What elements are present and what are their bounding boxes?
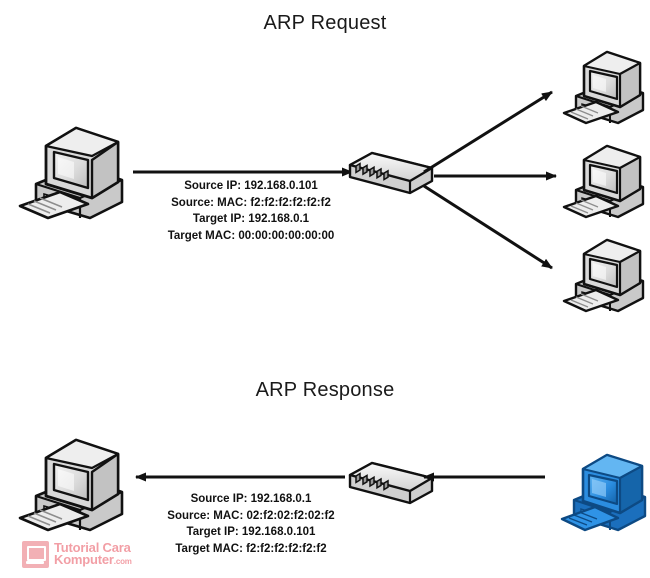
watermark-line-2: Komputer.com xyxy=(54,551,132,568)
watermark: Tutorial Cara Komputer.com xyxy=(22,541,132,568)
arp-request-title: ARP Request xyxy=(263,12,387,34)
response-source-ip: Source IP: 192.168.0.1 xyxy=(190,493,312,505)
response-target-mac: Target MAC: f2:f2:f2:f2:f2:f2 xyxy=(175,542,327,555)
request-source-mac: Source: MAC: f2:f2:f2:f2:f2:f2 xyxy=(171,196,331,209)
response-target-ip: Target IP: 192.168.0.101 xyxy=(186,526,316,538)
watermark-brand: Komputer xyxy=(54,551,114,567)
watermark-text: Tutorial Cara Komputer.com xyxy=(54,539,132,568)
response-destination-computer xyxy=(18,438,124,532)
request-destination-computer-2 xyxy=(562,144,645,219)
request-target-ip: Target IP: 192.168.0.1 xyxy=(192,213,310,225)
request-destination-computer-3 xyxy=(562,238,645,313)
arp-request-packet-details: Source IP: 192.168.0.101 Source: MAC: f2… xyxy=(131,178,371,244)
request-source-computer xyxy=(18,126,124,220)
arrow-switch-to-pc1 xyxy=(423,90,553,174)
monitor-icon xyxy=(22,541,49,568)
arrow-switch-to-pc3 xyxy=(423,184,553,270)
response-responding-computer xyxy=(560,453,647,532)
request-destination-computer-1 xyxy=(562,50,645,125)
watermark-line-1: Tutorial Cara xyxy=(54,539,131,555)
watermark-domain-suffix: .com xyxy=(113,556,132,566)
request-target-mac: Target MAC: 00:00:00:00:00:00 xyxy=(167,229,335,242)
arp-response-title: ARP Response xyxy=(255,379,395,401)
response-source-mac: Source: MAC: 02:f2:02:f2:02:f2 xyxy=(167,509,335,522)
request-source-ip: Source IP: 192.168.0.101 xyxy=(184,180,318,192)
arp-response-packet-details: Source IP: 192.168.0.1 Source: MAC: 02:f… xyxy=(131,491,371,557)
